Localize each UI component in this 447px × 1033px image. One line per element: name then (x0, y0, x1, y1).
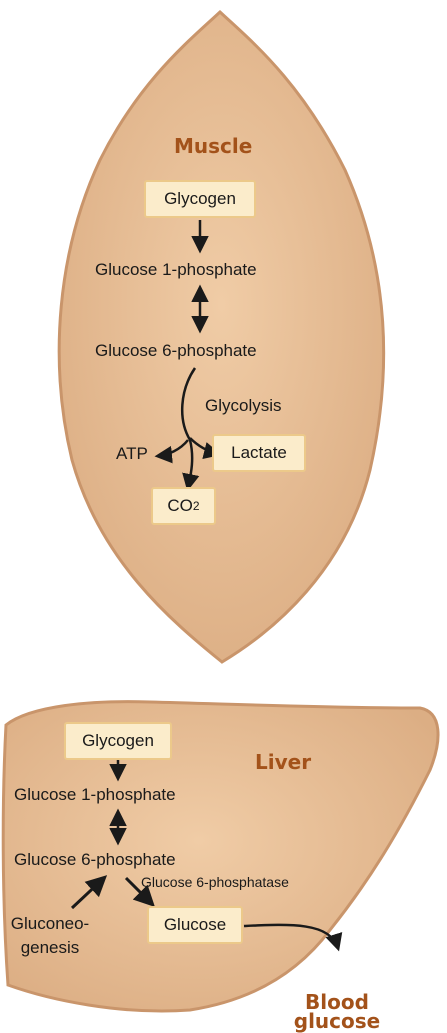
liver-title: Liver (255, 750, 312, 774)
muscle-glycogen-box: Glycogen (144, 180, 256, 218)
muscle-arrow-atp (154, 439, 189, 464)
liver-gluconeo-line1: Gluconeo- (10, 914, 90, 933)
muscle-g6p-label: Glucose 6-phosphate (95, 341, 257, 360)
muscle-lactate-box: Lactate (212, 434, 306, 472)
blood-glucose-line2: glucose (293, 1009, 381, 1033)
muscle-title: Muscle (174, 134, 253, 158)
liver-g1p-label: Glucose 1-phosphate (14, 785, 176, 804)
muscle-glycolysis-label: Glycolysis (205, 396, 282, 415)
liver-arrow-gluconeogenesis (70, 875, 108, 910)
muscle-shape (57, 9, 386, 664)
muscle-atp-label: ATP (116, 444, 148, 463)
liver-glucose-box: Glucose (147, 906, 243, 944)
blood-glucose-line1: Blood (305, 990, 369, 1014)
muscle-arrow-glycolysis (180, 367, 200, 492)
liver-g6pase-label: Glucose 6-phosphatase (141, 874, 289, 890)
muscle-co2-subscript: 2 (192, 499, 200, 513)
liver-gluconeo-line2: genesis (20, 938, 80, 957)
muscle-co2-text: CO (167, 496, 193, 515)
liver-arrow-blood (243, 923, 343, 952)
liver-glycogen-box: Glycogen (64, 722, 172, 760)
liver-arrow-g6pase (124, 876, 155, 907)
liver-g6p-label: Glucose 6-phosphate (14, 850, 176, 869)
muscle-g1p-label: Glucose 1-phosphate (95, 260, 257, 279)
